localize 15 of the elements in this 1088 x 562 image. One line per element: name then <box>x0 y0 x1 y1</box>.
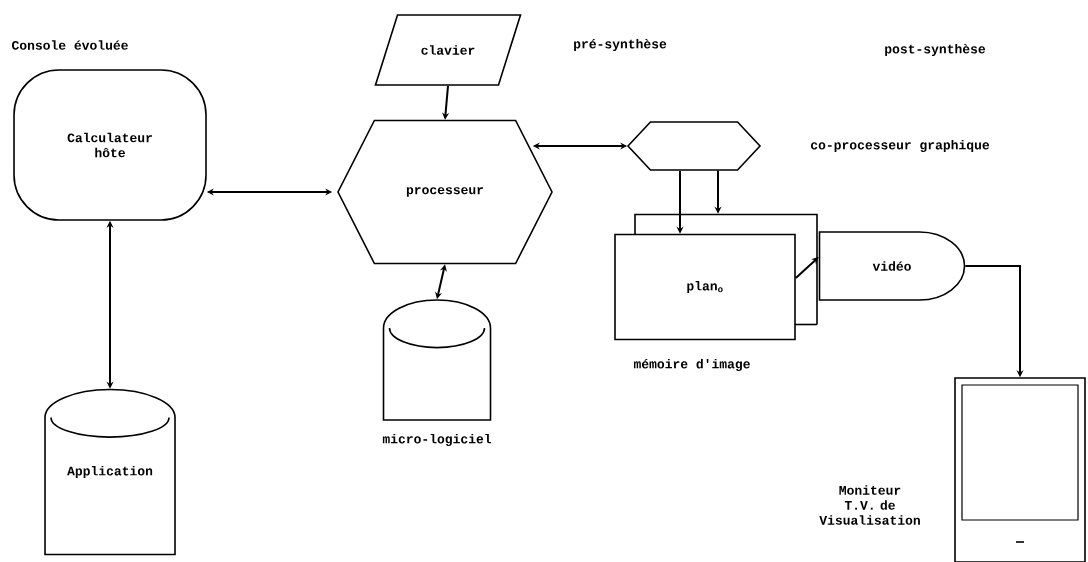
heading: Console évoluée <box>12 40 128 50</box>
hexagon: processeur <box>337 119 553 265</box>
stacked-boxes: plan$_{o}$ <box>614 213 818 341</box>
rounded-box: Calculateur hôte <box>13 69 207 221</box>
cylinder: Application <box>44 388 176 556</box>
cylinder <box>382 299 492 421</box>
node-label: mémoire d'image <box>633 358 750 372</box>
node-label: micro-logiciel <box>382 433 492 447</box>
heading: post-synthèse <box>885 43 986 57</box>
heading: pré-synthèse <box>574 38 667 52</box>
parallelogram: clavier <box>374 14 522 86</box>
arrow <box>794 257 819 279</box>
node-label: Moniteur T.V. de Visualisation <box>819 485 920 525</box>
node-label: co-processeur graphique <box>811 139 990 153</box>
monitor-drawing <box>954 377 1086 562</box>
